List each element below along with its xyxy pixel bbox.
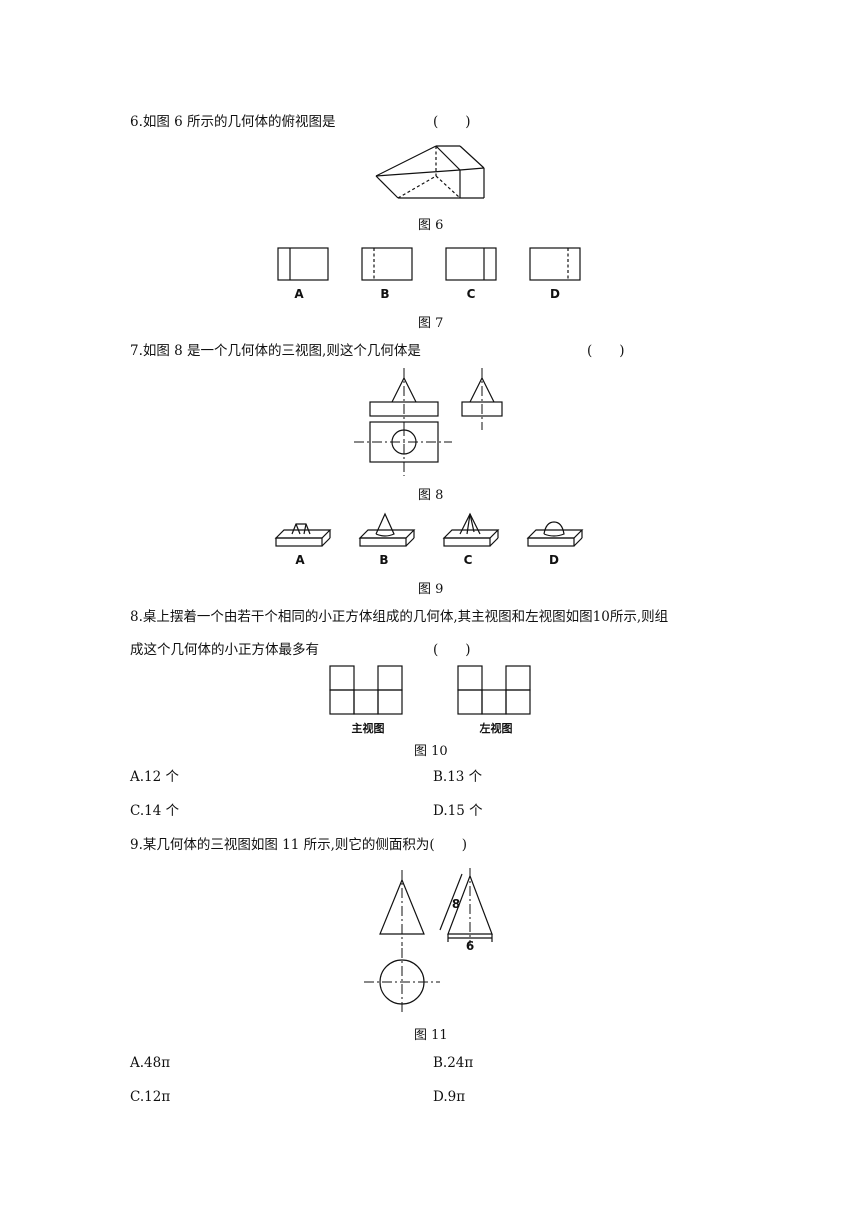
question-6-text: 6.如图 6 所示的几何体的俯视图是 xyxy=(130,114,336,130)
figure-8-caption: 图 8 xyxy=(418,488,444,503)
fig8-top-view xyxy=(354,421,452,476)
fig9-option-b: B xyxy=(358,512,416,567)
fig11-front-view xyxy=(379,870,425,946)
fig7-option-d: D xyxy=(529,247,581,301)
fig10-side-view: 左视图 xyxy=(457,665,531,735)
fig7-option-a: A xyxy=(277,247,329,301)
figure-10-caption: 图 10 xyxy=(414,744,448,759)
figure-8-three-views xyxy=(354,368,503,476)
question-9-option-b[interactable]: B.24π xyxy=(433,1055,474,1071)
fig9-label-c: C xyxy=(464,553,473,567)
fig10-front-view-label: 主视图 xyxy=(352,721,385,735)
fig9-label-d: D xyxy=(549,553,559,567)
question-7-answer-blank: ( ) xyxy=(587,343,625,359)
fig11-top-view xyxy=(364,948,440,1014)
question-6-answer-blank: ( ) xyxy=(433,114,471,130)
fig9-option-c: C xyxy=(442,512,500,567)
fig7-option-b: B xyxy=(361,247,413,301)
figure-9-caption: 图 9 xyxy=(418,582,444,597)
question-8-text-line-2: 成这个几何体的小正方体最多有 xyxy=(130,642,319,658)
figure-7-options: A B C D xyxy=(277,247,581,301)
figure-6-caption: 图 6 xyxy=(418,218,444,233)
fig9-label-b: B xyxy=(379,553,388,567)
question-8-text-line-1: 8.桌上摆着一个由若干个相同的小正方体组成的几何体,其主视图和左视图如图10所示… xyxy=(130,609,669,625)
question-8-option-b[interactable]: B.13 个 xyxy=(433,769,483,785)
question-8-option-d[interactable]: D.15 个 xyxy=(433,803,483,819)
question-8-answer-blank: ( ) xyxy=(433,642,471,658)
fig11-side-view: 8 6 xyxy=(439,868,493,953)
question-8-option-c[interactable]: C.14 个 xyxy=(130,803,180,819)
question-8-option-a[interactable]: A.12 个 xyxy=(130,769,180,785)
fig9-option-d: D xyxy=(526,521,584,567)
question-9-option-c[interactable]: C.12π xyxy=(130,1089,171,1105)
fig11-slant-dim: 8 xyxy=(452,897,460,911)
fig7-label-a: A xyxy=(294,287,304,301)
question-7-text: 7.如图 8 是一个几何体的三视图,则这个几何体是 xyxy=(130,343,421,359)
figure-11-cone-views: 8 6 xyxy=(364,868,493,1014)
fig7-label-d: D xyxy=(550,287,560,301)
fig10-front-view: 主视图 xyxy=(329,665,403,735)
fig9-label-a: A xyxy=(295,553,305,567)
question-9-option-d[interactable]: D.9π xyxy=(433,1089,466,1105)
fig9-option-a: A xyxy=(274,523,332,567)
figure-7-caption: 图 7 xyxy=(418,316,444,331)
fig7-option-c: C xyxy=(445,247,497,301)
figure-11-caption: 图 11 xyxy=(414,1028,448,1043)
fig8-side-view xyxy=(461,368,503,430)
question-9-option-a[interactable]: A.48π xyxy=(130,1055,171,1071)
fig11-base-dim: 6 xyxy=(466,939,474,953)
figure-9-options: A B C D xyxy=(274,512,584,567)
figure-10-views: 主视图 左视图 xyxy=(329,665,531,735)
figure-6-prism xyxy=(375,145,485,199)
fig10-side-view-label: 左视图 xyxy=(479,721,513,735)
fig7-label-b: B xyxy=(380,287,389,301)
fig7-label-c: C xyxy=(467,287,476,301)
question-9-text: 9.某几何体的三视图如图 11 所示,则它的侧面积为( ) xyxy=(130,837,467,853)
fig8-front-view xyxy=(369,368,439,426)
